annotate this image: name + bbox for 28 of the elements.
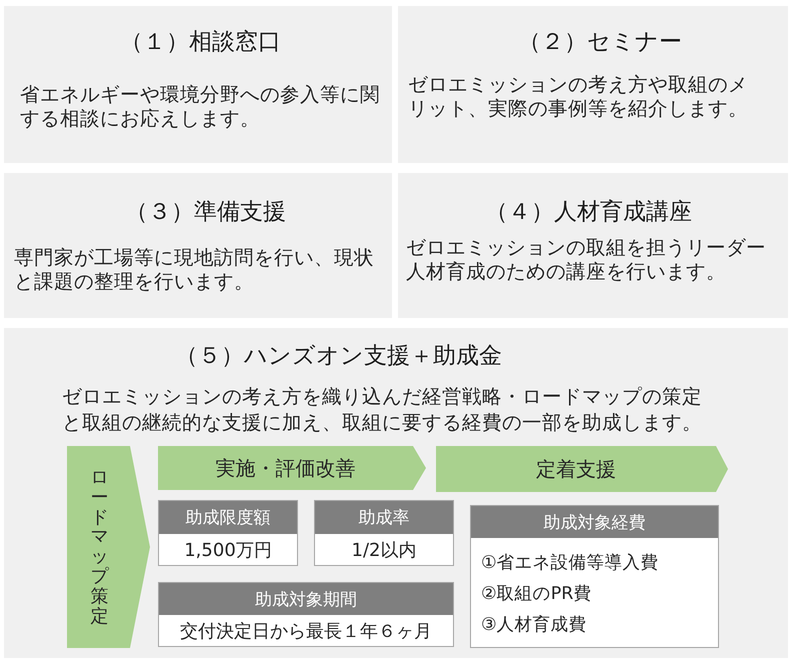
- panel-description: ゼロエミッションの考え方を織り込んだ経営戦略・ロードマップの策定と取組の継続的な支援に加え、取組に要する経費の一部を助成します。: [62, 384, 703, 436]
- table-header: 助成対象期間: [159, 583, 453, 615]
- table-value: 1,500万円: [184, 538, 272, 562]
- info-table: [158, 500, 298, 566]
- panel-heading: （３）準備支援: [125, 198, 286, 227]
- panel-heading: （５）ハンズオン支援＋助成金: [175, 342, 502, 371]
- expense-item: ①省エネ設備等導入費: [481, 552, 659, 575]
- info-table: [314, 500, 454, 566]
- info-table: [470, 505, 719, 648]
- panel-heading: （４）人材育成講座: [485, 198, 692, 227]
- info-table: [158, 582, 454, 647]
- expense-item: ③人材育成費: [481, 614, 587, 637]
- service-panel: [4, 328, 788, 658]
- panel-description: 専門家が工場等に現地訪問を行い、現状と課題の整理を行います。: [14, 246, 375, 294]
- table-value: 交付決定日から最長１年６ヶ月: [180, 620, 432, 642]
- table-header: 助成率: [315, 501, 453, 534]
- panel-heading: （２）セミナー: [518, 28, 682, 57]
- panel-heading: （１）相談窓口: [120, 28, 281, 57]
- expense-item: ②取組のPR費: [481, 583, 592, 606]
- step-label: 実施・評価改善: [216, 455, 356, 481]
- step-label: ロードマップ策定: [90, 468, 108, 626]
- table-header: 助成限度額: [159, 501, 297, 534]
- step-label: 定着支援: [536, 456, 616, 482]
- panel-description: ゼロエミッションの取組を担うリーダー人材育成のための講座を行います。: [406, 236, 767, 284]
- table-value: 1/2以内: [352, 538, 416, 562]
- panel-description: 省エネルギーや環境分野への参入等に関する相談にお応えします。: [20, 83, 381, 131]
- table-header: 助成対象経費: [471, 506, 718, 538]
- panel-description: ゼロエミッションの考え方や取組のメリット、実際の事例等を紹介します。: [408, 73, 749, 121]
